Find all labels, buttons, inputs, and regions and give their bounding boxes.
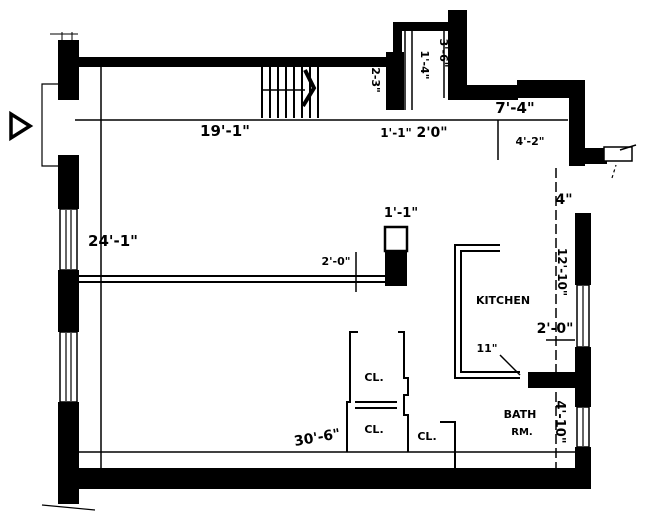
dim-foyer-width: 7'-4": [495, 99, 535, 117]
dim-foyer-offset: 4'-2": [516, 135, 545, 148]
room-label-bath-rm: RM.: [511, 427, 532, 438]
room-label-bath: BATH: [504, 408, 537, 421]
dim-wall-thickness: 4": [555, 192, 572, 208]
window: [576, 406, 590, 448]
dim-bath-width: 4'-10": [552, 400, 567, 443]
room-label-closet-3: CL.: [417, 430, 436, 443]
dim-closet-depth: 3'-6": [437, 39, 450, 68]
dim-pier: 1'-1": [380, 126, 412, 140]
dim-stair-width: 2-3": [369, 67, 382, 93]
entry-marker: [9, 83, 60, 167]
triangle-right-icon: [9, 110, 34, 142]
dim-kitchen-counter: 2'-0": [537, 321, 574, 337]
room-labels: KITCHEN BATH RM. CL. CL. CL.: [364, 294, 536, 443]
dimension-labels: 19'-1" 24'-1" 30'-6" 2-3" 1'-1" 2'0" 3'-…: [88, 39, 573, 450]
dim-living-depth: 24'-1": [88, 232, 138, 250]
dim-column-width: 1'-1": [384, 206, 418, 221]
dimension-lines: [75, 67, 575, 468]
exterior-walls: [41, 10, 637, 511]
stair-closet: [404, 31, 445, 110]
dim-closet-width: 1'-4": [418, 51, 431, 80]
closets: [346, 331, 456, 468]
dim-living-width: 19'-1": [200, 122, 250, 140]
window: [59, 331, 78, 403]
room-label-kitchen: KITCHEN: [476, 294, 530, 307]
room-label-closet-2: CL.: [364, 423, 383, 436]
stair-hatching: [261, 67, 319, 118]
dim-kitchen-length: 12'-10": [555, 248, 569, 296]
room-label-closet-1: CL.: [364, 371, 383, 384]
kitchen-walls: [454, 244, 576, 388]
dim-kitchen-door: 11": [476, 342, 497, 355]
partition-wall: [78, 225, 409, 292]
dim-door-opening: 2'0": [416, 125, 447, 141]
dim-partition: 2'-0": [322, 255, 351, 268]
window: [59, 208, 78, 271]
dim-overall-length: 30'-6": [293, 426, 342, 450]
window: [576, 284, 590, 348]
